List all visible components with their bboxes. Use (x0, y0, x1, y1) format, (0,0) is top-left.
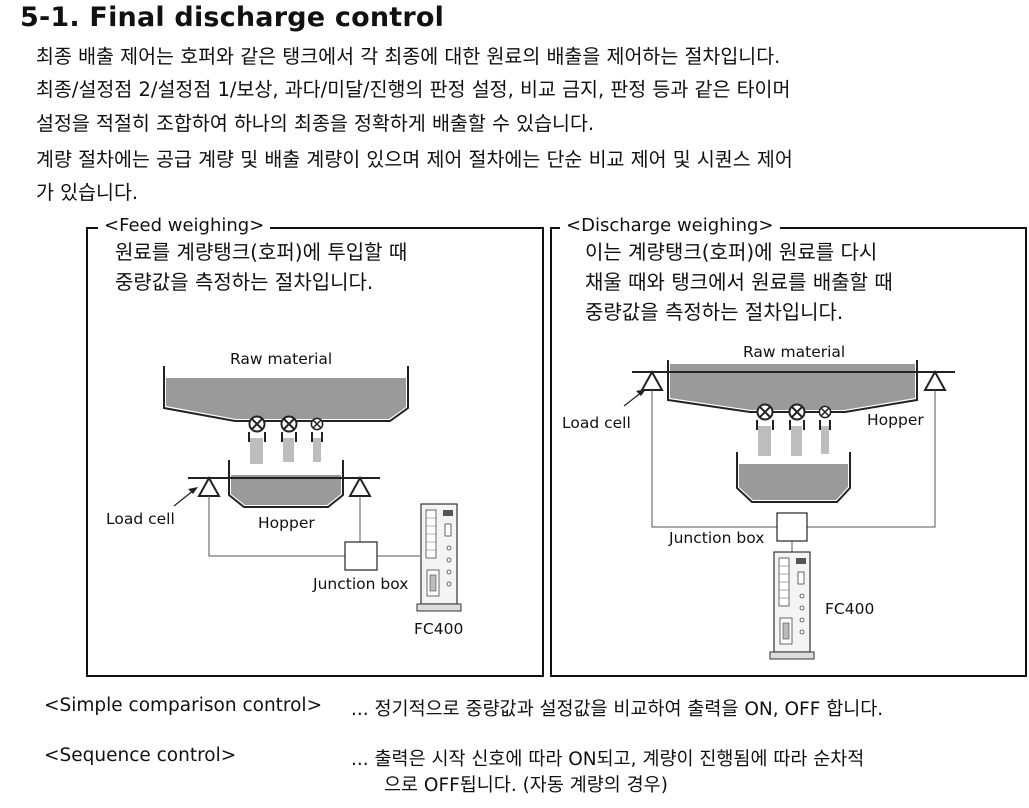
feed-valve-1 (248, 415, 266, 433)
simple-comparison-desc: ... 정기적으로 중량값과 설정값을 비교하여 출력을 ON, OFF 합니다… (351, 699, 884, 720)
feed-valve-2 (280, 415, 298, 433)
feed-raw-material-label: Raw material (230, 350, 333, 368)
discharge-hopper-label: Hopper (867, 411, 924, 429)
feed-hopper (228, 460, 344, 508)
discharge-desc-line-2: 채울 때와 탱크에서 원료를 배출할 때 (585, 270, 893, 294)
feed-load-cell-label: Load cell (106, 510, 175, 528)
discharge-receiving-tank (736, 452, 851, 503)
discharge-raw-material-label: Raw material (743, 343, 846, 361)
feed-hopper-label: Hopper (258, 514, 315, 532)
discharge-fc400-unit (769, 551, 815, 660)
section-title: 5-1. Final discharge control (20, 2, 445, 33)
sequence-control-desc-line-1: ... 출력은 시작 신호에 따라 ON되고, 계량이 진행됨에 따라 순차적 (351, 749, 865, 770)
discharge-load-cell-left (640, 369, 664, 391)
feed-junction-box (344, 541, 378, 571)
discharge-desc-line-3: 중량값을 측정하는 절차입니다. (585, 300, 844, 324)
discharge-valve-1 (756, 403, 774, 421)
intro-line-2: 최종/설정점 2/설정점 1/보상, 과다/미달/진행의 판정 설정, 비교 금… (36, 78, 791, 101)
intro-line-5: 가 있습니다. (36, 181, 139, 204)
discharge-desc-line-1: 이는 계량탱크(호퍼)에 원료를 다시 (585, 240, 878, 264)
feed-raw-material-fill (166, 378, 406, 419)
feed-fc400-label: FC400 (414, 620, 464, 638)
feed-load-cell-left (197, 475, 221, 497)
feed-legend: <Feed weighing> (98, 215, 271, 236)
sequence-control-term: <Sequence control> (44, 745, 237, 766)
discharge-junction-box (776, 512, 808, 542)
intro-line-3: 설정을 적절히 조합하여 하나의 최종을 정확하게 배출할 수 있습니다. (36, 112, 595, 135)
simple-comparison-term: <Simple comparison control> (44, 695, 323, 716)
discharge-weighing-panel (550, 227, 1027, 677)
intro-line-4: 계량 절차에는 공급 계량 및 배출 계량이 있으며 제어 절차에는 단순 비교… (36, 148, 793, 171)
intro-line-1: 최종 배출 제어는 호퍼와 같은 탱크에서 각 최종에 대한 원료의 배출을 제… (36, 45, 781, 68)
feed-fc400-unit (416, 503, 462, 612)
discharge-valve-3 (818, 405, 832, 419)
feed-load-cell-right (348, 475, 372, 497)
discharge-load-cell-label: Load cell (562, 414, 631, 432)
feed-diagram (163, 366, 462, 612)
discharge-load-cell-right (923, 369, 947, 391)
discharge-valve-2 (788, 403, 806, 421)
feed-valve-3 (310, 417, 324, 431)
discharge-junction-box-label: Junction box (669, 529, 765, 547)
sequence-control-desc-line-2: 으로 OFF됩니다. (자동 계량의 경우) (384, 775, 668, 796)
discharge-fc400-label: FC400 (825, 600, 875, 618)
feed-desc-line-2: 중량값을 측정하는 절차입니다. (115, 270, 374, 294)
feed-junction-box-label: Junction box (313, 575, 409, 593)
feed-desc-line-1: 원료를 계량탱크(호퍼)에 투입할 때 (115, 240, 408, 264)
discharge-diagram (623, 360, 955, 660)
feed-weighing-panel (86, 227, 544, 677)
discharge-legend: <Discharge weighing> (560, 215, 780, 236)
